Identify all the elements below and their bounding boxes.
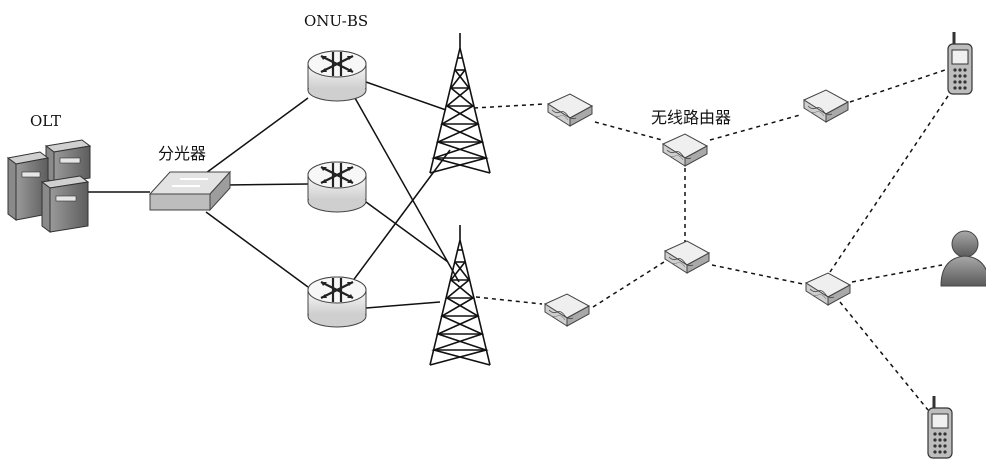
olt-server-icon	[6, 139, 92, 233]
link-onu3-tower1	[351, 149, 451, 283]
link-wr1-wr2	[594, 121, 663, 141]
link-wr5-wr6	[711, 264, 804, 285]
wireless-router-icon-6	[805, 272, 851, 306]
wireless-links	[473, 69, 953, 411]
onu-bs-label: ONU-BS	[304, 12, 369, 30]
onu-bs-router-icon-3	[306, 275, 368, 329]
wireless-router-icon-4	[544, 293, 590, 327]
link-splitter-onu2	[225, 183, 309, 186]
link-tower1-wr1	[473, 103, 546, 109]
link-splitter-onu1	[205, 97, 309, 174]
link-wr3-phone1	[849, 69, 946, 103]
user-icon	[940, 230, 986, 287]
wireless-router-icon-3	[803, 89, 849, 123]
wired-links	[88, 81, 460, 309]
link-onu2-tower2	[365, 201, 449, 263]
link-onu1-tower1	[365, 81, 447, 111]
wireless-router-icon-2	[662, 133, 708, 167]
onu-bs-router-icon-2	[306, 160, 368, 214]
link-onu1-tower2	[354, 97, 460, 283]
wireless-router-icon-1	[547, 93, 593, 127]
onu-bs-router-icon-1	[306, 49, 368, 103]
wireless-router-icon-5	[664, 240, 710, 274]
splitter-label: 分光器	[158, 144, 207, 163]
link-onu3-tower2	[365, 301, 441, 309]
link-wr6-phone1	[829, 89, 953, 273]
mobile-phone-icon-1	[946, 30, 974, 96]
wireless-router-label: 无线路由器	[651, 108, 732, 127]
antenna-tower-icon-1	[429, 32, 491, 174]
link-wr4-wr5	[592, 261, 665, 308]
splitter-switch-icon	[148, 170, 232, 212]
link-wr6-user	[851, 264, 943, 283]
link-splitter-onu3	[205, 211, 309, 288]
mobile-phone-icon-2	[926, 394, 954, 460]
link-wr6-phone2	[839, 301, 929, 411]
olt-label: OLT	[30, 112, 62, 130]
link-tower2-wr4	[475, 296, 543, 305]
